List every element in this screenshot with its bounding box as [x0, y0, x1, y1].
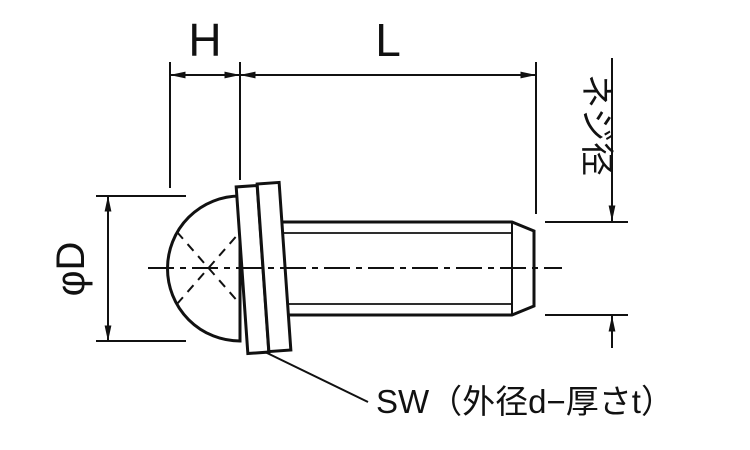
label-head-height: H	[188, 14, 221, 66]
washer-leader-line	[264, 351, 369, 403]
label-length: L	[375, 14, 401, 66]
dimension-h-group: H	[169, 14, 241, 188]
dimension-thread-dia-group: ネジ径	[545, 58, 628, 348]
washer-callout-group: SW（外径d−厚さt）	[264, 351, 674, 420]
label-thread-diameter: ネジ径	[577, 74, 615, 176]
dimension-l-group: L	[239, 14, 537, 214]
screw-body-group	[166, 180, 536, 356]
dimension-head-dia-group: φD	[49, 195, 186, 342]
screw-shank	[278, 220, 536, 317]
label-head-diameter: φD	[49, 242, 93, 297]
label-washer: SW（外径d−厚さt）	[376, 383, 674, 420]
